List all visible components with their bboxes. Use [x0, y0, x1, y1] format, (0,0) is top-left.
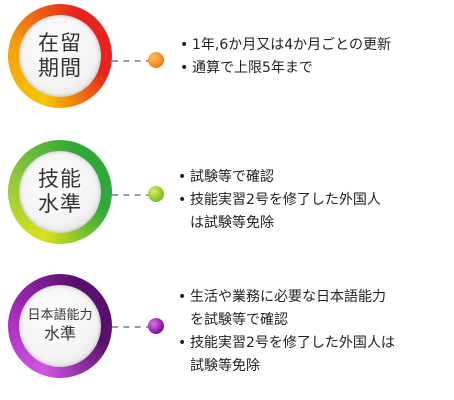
circle-label-line1: 在留: [38, 31, 82, 55]
bullet-item-continuation: 試験等免除: [190, 358, 260, 374]
residence-period-circle: 在留 期間: [8, 4, 112, 108]
bullet-item-continuation: を試験等で確認: [190, 312, 288, 328]
bullet-item: 試験等で確認: [178, 166, 381, 189]
row-japanese-level: 日本語能力 水準 生活や業務に必要な日本語能力 を試験等で確認 技能実習2号を修…: [0, 270, 454, 380]
bullet-item: 技能実習2号を修了した外国人は: [178, 332, 395, 355]
circle-label-line2: 水準: [43, 324, 76, 343]
residence-period-circle-inner: 在留 期間: [19, 15, 101, 97]
bullet-item: 通算で上限5年まで: [180, 57, 391, 80]
connector-dot: [148, 318, 164, 334]
row-skill-level: 技能 水準 試験等で確認 技能実習2号を修了した外国人 は試験等免除: [0, 136, 454, 246]
circle-label-line2: 期間: [38, 56, 82, 80]
bullet-item: 1年,6か月又は4か月ごとの更新: [180, 34, 391, 57]
skill-level-bullets: 試験等で確認 技能実習2号を修了した外国人 は試験等免除: [178, 166, 381, 235]
connector-dot: [148, 186, 164, 202]
connector-line: [112, 194, 152, 196]
skill-level-circle: 技能 水準: [8, 140, 112, 244]
japanese-level-bullets: 生活や業務に必要な日本語能力 を試験等で確認 技能実習2号を修了した外国人は 試…: [178, 286, 395, 378]
circle-label-line1: 技能: [38, 167, 82, 191]
circle-label-line2: 水準: [38, 192, 82, 216]
connector-dot: [148, 52, 164, 68]
bullet-item: 技能実習2号を修了した外国人: [178, 189, 381, 212]
japanese-level-circle-inner: 日本語能力 水準: [19, 285, 101, 367]
residence-period-bullets: 1年,6か月又は4か月ごとの更新 通算で上限5年まで: [180, 34, 391, 80]
connector-line: [112, 60, 152, 62]
circle-label-line1: 日本語能力: [27, 308, 93, 323]
japanese-level-circle: 日本語能力 水準: [8, 274, 112, 378]
skill-level-circle-inner: 技能 水準: [19, 151, 101, 233]
row-residence-period: 在留 期間 1年,6か月又は4か月ごとの更新 通算で上限5年まで: [0, 0, 454, 110]
bullet-item-continuation: は試験等免除: [190, 215, 274, 231]
connector-line: [112, 326, 152, 328]
bullet-item: 生活や業務に必要な日本語能力: [178, 286, 395, 309]
